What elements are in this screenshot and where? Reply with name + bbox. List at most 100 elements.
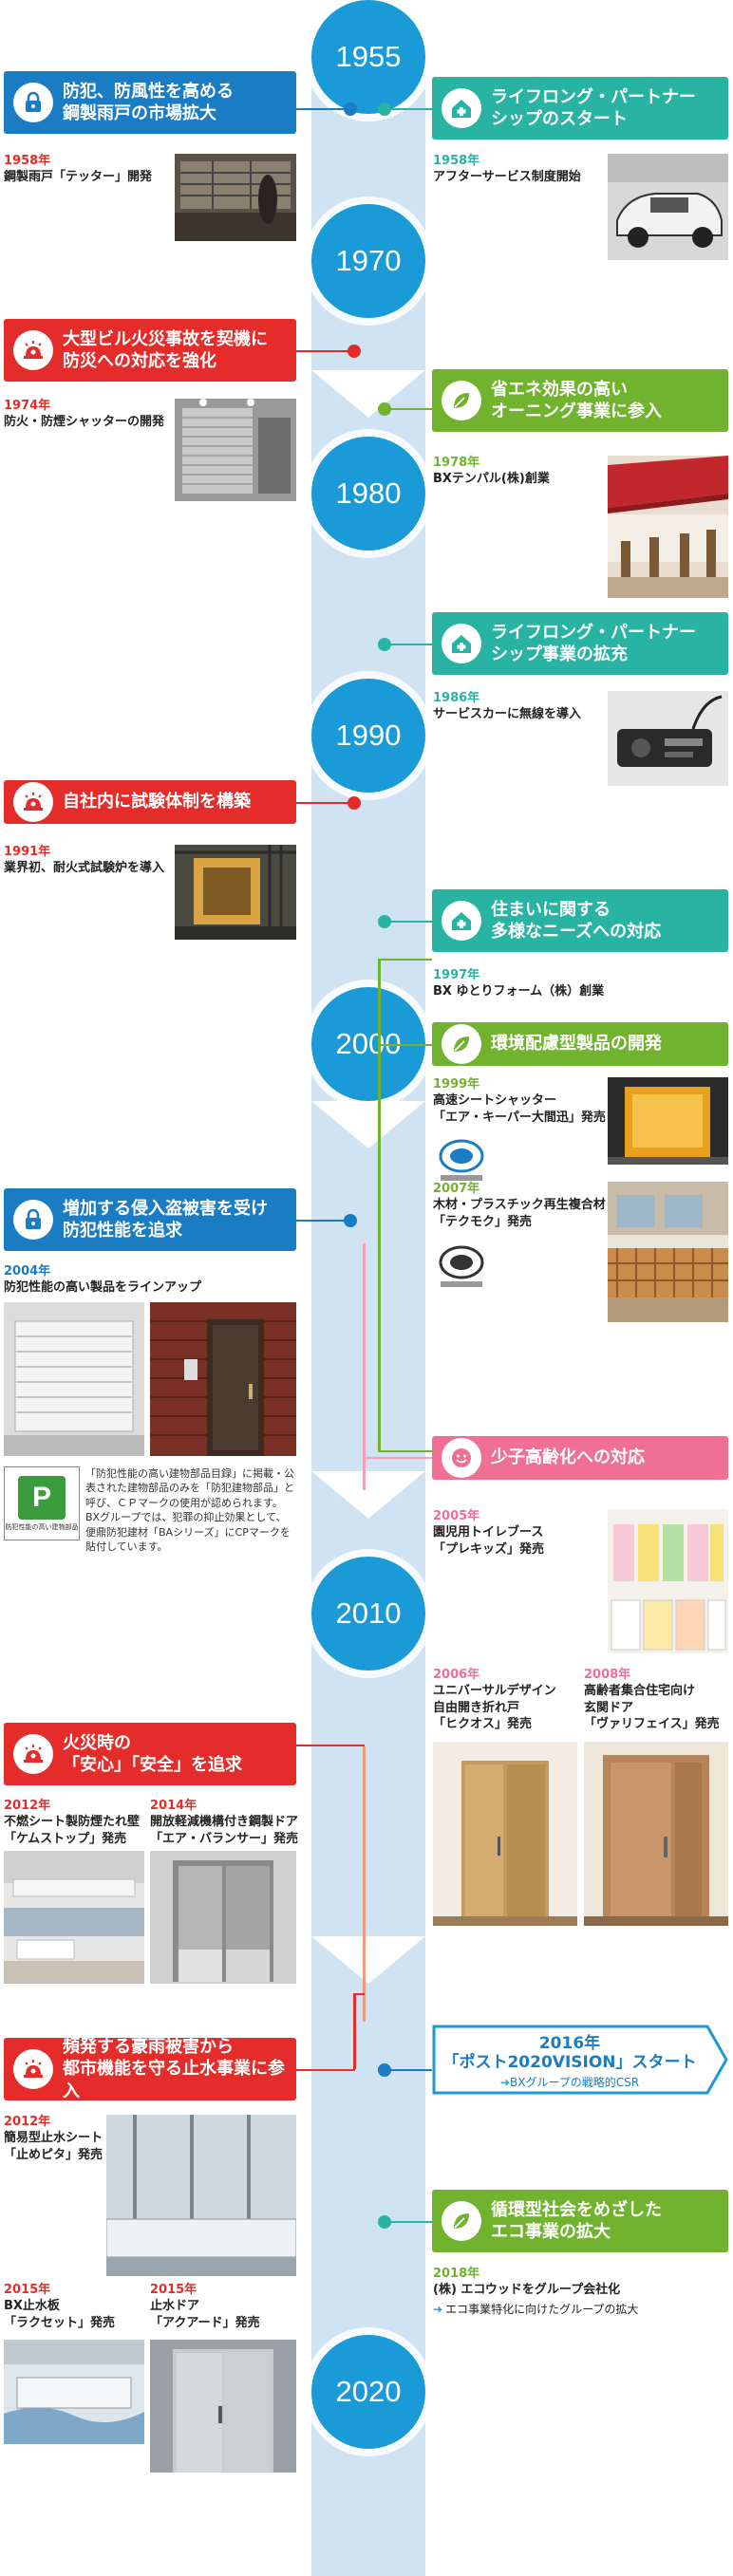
leaf-icon	[442, 1024, 481, 1064]
event-caption: 不燃シート製防煙たれ壁 「ケムストップ」発売	[4, 1815, 141, 1846]
event-caption: 園児用トイレブース 「プレキッズ」発売	[433, 1525, 545, 1557]
timeline-dot	[344, 103, 357, 116]
event-year: 2004年	[4, 1264, 51, 1279]
fire-alarm-icon	[13, 1734, 53, 1774]
photo-security-shutter	[4, 1302, 144, 1456]
photo-radio	[608, 691, 728, 786]
connector-line	[378, 1450, 432, 1452]
event-banner-flood-prevention: 頻発する豪雨被害から 都市機能を守る止水事業に参入	[4, 2036, 296, 2101]
event-caption: 高速シートシャッター 「エア・キーパー大間迅」発売	[433, 1093, 606, 1125]
event-banner-crime-prevention: 増加する侵入盗被害を受け 防犯性能を追求	[4, 1188, 296, 1251]
eco-sub-note: ➔エコ事業特化に向けたグループの拡大	[433, 2301, 638, 2317]
event-banner-aging-society: 少子高齢化への対応	[432, 1436, 728, 1480]
event-label: 住まいに関する 多様なニーズへの対応	[491, 899, 662, 942]
connector-line	[363, 1457, 432, 1459]
spine-chevron	[311, 370, 425, 418]
event-label: 少子高齢化への対応	[491, 1447, 645, 1468]
event-banner-fire-prevention: 大型ビル火災事故を契機に 防災への対応を強化	[4, 319, 296, 382]
connector-line	[384, 921, 432, 923]
year-circle-1980: 1980	[311, 437, 425, 551]
event-banner-testing-system: 自社内に試験体制を構築	[4, 780, 296, 824]
event-caption: 簡易型止水シート 「止めピタ」発売	[4, 2131, 103, 2162]
event-year: 2008年	[584, 1668, 631, 1682]
cp-mark-badge: P 防犯性能の高い建物部品	[4, 1466, 80, 1540]
event-year: 2005年	[433, 1509, 480, 1523]
year-circle-1970: 1970	[311, 204, 425, 318]
event-caption: 鋼製雨戸「テッター」開発	[4, 170, 153, 184]
event-year: 1997年	[433, 968, 480, 982]
spine-chevron	[311, 1471, 425, 1519]
fire-alarm-icon	[13, 782, 53, 822]
event-banner-partnership-expansion: ライフロング・パートナー シップ事業の拡充	[432, 612, 728, 675]
leaf-icon	[442, 381, 481, 420]
event-label: 大型ビル火災事故を契機に 防災への対応を強化	[63, 328, 268, 371]
event-year: 2012年	[4, 2115, 51, 2129]
year-circle-2010: 2010	[311, 1557, 425, 1671]
cp-mark-icon: P	[18, 1475, 66, 1520]
vision-subtitle-text: BXグループの戦略的CSR	[509, 2076, 640, 2089]
photo-flood-board	[4, 2340, 144, 2444]
vision-subtitle: ➔BXグループの戦略的CSR	[432, 2074, 707, 2090]
timeline-dot	[348, 796, 361, 810]
event-caption: 開放軽減機構付き鋼製ドア 「エア・バランサー」発売	[150, 1815, 299, 1846]
event-banner-lifelong-partnership: ライフロング・パートナー シップのスタート	[432, 77, 728, 140]
event-year: 1958年	[4, 154, 51, 168]
connector-line	[296, 350, 353, 352]
event-banner-awning-business: 省エネ効果の高い オーニング事業に参入	[432, 369, 728, 432]
event-banner-eco-products: 環境配慮型製品の開発	[432, 1022, 728, 1066]
timeline-dot	[378, 2215, 391, 2229]
event-caption: 木材・プラスチック再生複合材 「テクモク」発売	[433, 1198, 606, 1229]
event-caption: (株) エコウッドをグループ会社化	[433, 2283, 621, 2297]
photo-service-car	[608, 154, 728, 260]
vision-title: 2016年 「ポスト2020VISION」スタート	[442, 2034, 697, 2073]
event-year: 2006年	[433, 1668, 480, 1682]
year-circle-2020: 2020	[311, 2335, 425, 2449]
photo-folding-door	[433, 1742, 577, 1926]
event-year: 1999年	[433, 1077, 480, 1092]
event-label: ライフロング・パートナー シップのスタート	[491, 86, 696, 129]
event-year: 2007年	[433, 1182, 480, 1196]
arrow-right-icon: ➔	[499, 2076, 510, 2089]
connector-line	[296, 108, 348, 110]
event-year: 1978年	[433, 456, 480, 470]
event-label: 増加する侵入盗被害を受け 防犯性能を追求	[63, 1198, 268, 1241]
event-label: 省エネ効果の高い オーニング事業に参入	[491, 379, 662, 421]
event-caption: BXテンパル(株)創業	[433, 472, 550, 486]
year-circle-1990: 1990	[311, 679, 425, 793]
photo-kids-toilet-booth	[608, 1509, 728, 1653]
connector-line	[363, 1746, 366, 2022]
connector-line	[296, 1220, 348, 1222]
event-year: 2015年	[150, 2283, 197, 2297]
timeline-dot	[344, 1214, 357, 1227]
event-label: 火災時の 「安心」「安全」を追求	[63, 1732, 242, 1775]
post-2020-vision-callout: 2016年 「ポスト2020VISION」スタート ➔BXグループの戦略的CSR	[432, 2025, 728, 2095]
fire-alarm-icon	[13, 330, 53, 370]
lock-icon	[13, 83, 53, 122]
event-caption: サービスカーに無線を導入	[433, 707, 582, 721]
eco-sub-note-text: エコ事業特化に向けたグループの拡大	[445, 2303, 639, 2316]
timeline-spine	[311, 38, 425, 2576]
photo-smoke-barrier	[4, 1851, 144, 1984]
timeline-dot	[348, 345, 361, 358]
spine-chevron	[311, 1936, 425, 1984]
timeline-dot	[378, 103, 391, 116]
timeline-dot	[378, 915, 391, 928]
lock-icon	[13, 1200, 53, 1240]
event-year: 2014年	[150, 1799, 197, 1813]
event-caption: 業界初、耐火式試験炉を導入	[4, 861, 165, 875]
connector-line	[378, 959, 381, 1452]
leaf-icon	[442, 2201, 481, 2241]
event-year: 1974年	[4, 399, 51, 413]
photo-fire-shutter	[175, 399, 296, 501]
photo-aquard-door	[150, 2340, 296, 2473]
connector-line	[384, 108, 432, 110]
connector-line	[384, 408, 432, 410]
timeline-dot	[378, 2063, 391, 2077]
event-label: 頻発する豪雨被害から 都市機能を守る止水事業に参入	[63, 2036, 285, 2101]
event-banner-steel-shutter: 防犯、防風性を高める 鋼製雨戸の市場拡大	[4, 71, 296, 134]
photo-air-balancer-door	[150, 1851, 296, 1984]
connector-line	[353, 1993, 356, 2069]
connector-line	[378, 1044, 432, 1046]
timeline-dot	[378, 402, 391, 416]
connector-line	[384, 2221, 432, 2223]
